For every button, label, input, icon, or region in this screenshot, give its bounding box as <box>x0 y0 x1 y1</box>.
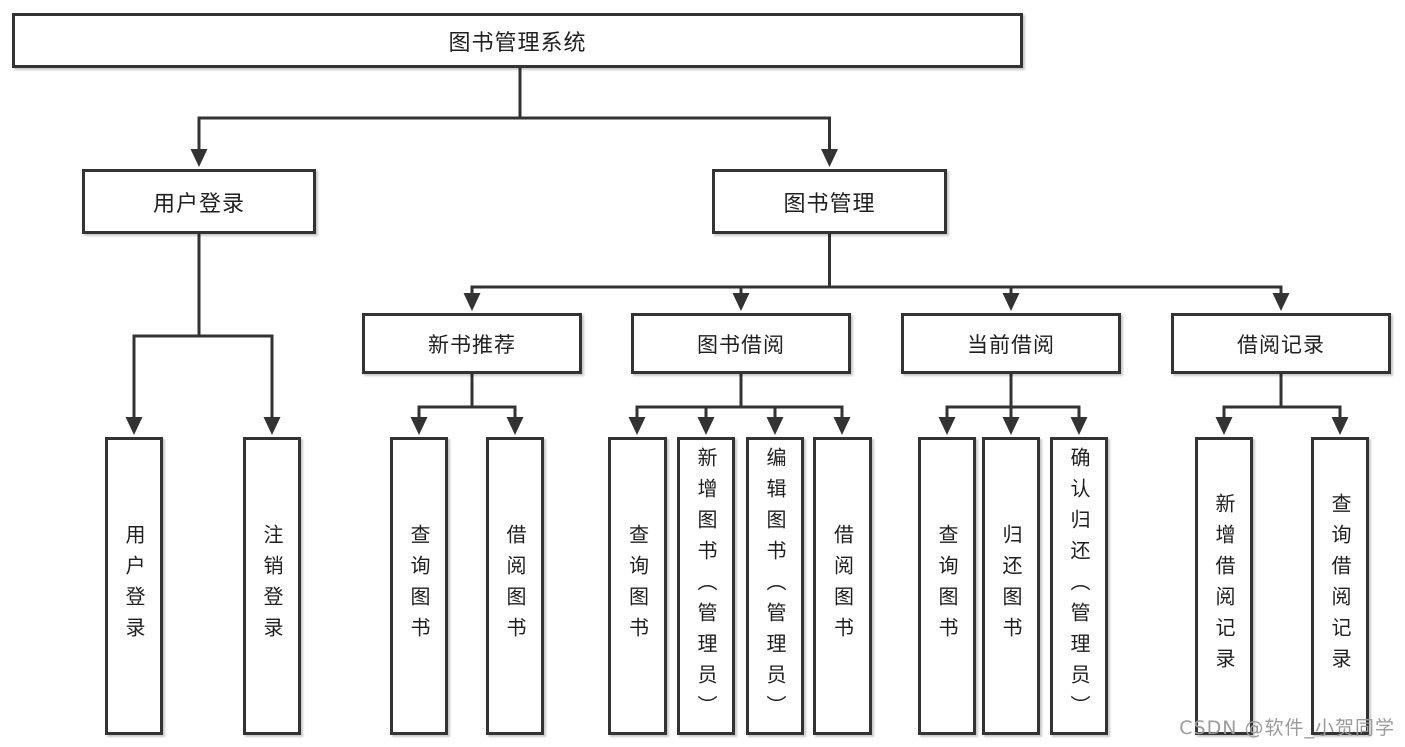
node-label: 查询图书 <box>625 524 650 648</box>
node-label: 查询图书 <box>935 524 959 648</box>
node-label: 当前借阅 <box>967 332 1055 357</box>
node-label: 图书借阅 <box>697 332 785 357</box>
leaf-query-books-borrowing: 查询图书 <box>608 437 667 735</box>
leaf-add-books-admin: 新增图书（管理员） <box>677 437 735 735</box>
node-label: 图书管理 <box>783 191 876 217</box>
node-book-borrowing: 图书借阅 <box>631 313 851 374</box>
watermark: CSDN @软件_小贺同学 <box>1179 717 1395 739</box>
node-label: 图书管理系统 <box>448 30 587 56</box>
leaf-query-borrow-record: 查询借阅记录 <box>1311 437 1369 735</box>
node-label: 用户登录 <box>152 191 245 217</box>
node-label: 借阅图书 <box>503 524 527 648</box>
node-user-login: 用户登录 <box>82 169 316 234</box>
leaf-return-books: 归还图书 <box>982 437 1040 735</box>
node-label: 查询借阅记录 <box>1328 493 1352 679</box>
node-label: 查询图书 <box>407 524 431 648</box>
leaf-user-login: 用户登录 <box>105 437 163 735</box>
leaf-add-borrow-record: 新增借阅记录 <box>1195 437 1253 735</box>
node-book-management: 图书管理 <box>712 169 947 234</box>
node-label: 编辑图书（管理员） <box>763 446 787 726</box>
leaf-borrow-books-recommend: 借阅图书 <box>486 437 544 735</box>
leaf-query-books-current: 查询图书 <box>918 437 976 735</box>
leaf-borrow-books: 借阅图书 <box>813 437 872 735</box>
node-label: 借阅图书 <box>830 524 855 648</box>
node-current-borrowing: 当前借阅 <box>901 313 1121 374</box>
leaf-edit-books-admin: 编辑图书（管理员） <box>746 437 804 735</box>
node-library-management-system: 图书管理系统 <box>12 13 1023 68</box>
node-label: 借阅记录 <box>1237 332 1325 357</box>
node-label: 确认归还（管理员） <box>1067 446 1091 726</box>
node-borrowing-records: 借阅记录 <box>1171 313 1391 374</box>
node-label: 归还图书 <box>999 524 1023 648</box>
leaf-query-books-recommend: 查询图书 <box>390 437 448 735</box>
node-label: 用户登录 <box>122 524 146 648</box>
node-label: 新增图书（管理员） <box>694 446 718 726</box>
node-label: 新增借阅记录 <box>1212 493 1236 679</box>
node-label: 新书推荐 <box>428 332 516 357</box>
node-label: 注销登录 <box>260 524 284 648</box>
leaf-confirm-return-admin: 确认归还（管理员） <box>1050 437 1108 735</box>
leaf-logout: 注销登录 <box>243 437 301 735</box>
node-new-book-recommendation: 新书推荐 <box>362 313 582 374</box>
